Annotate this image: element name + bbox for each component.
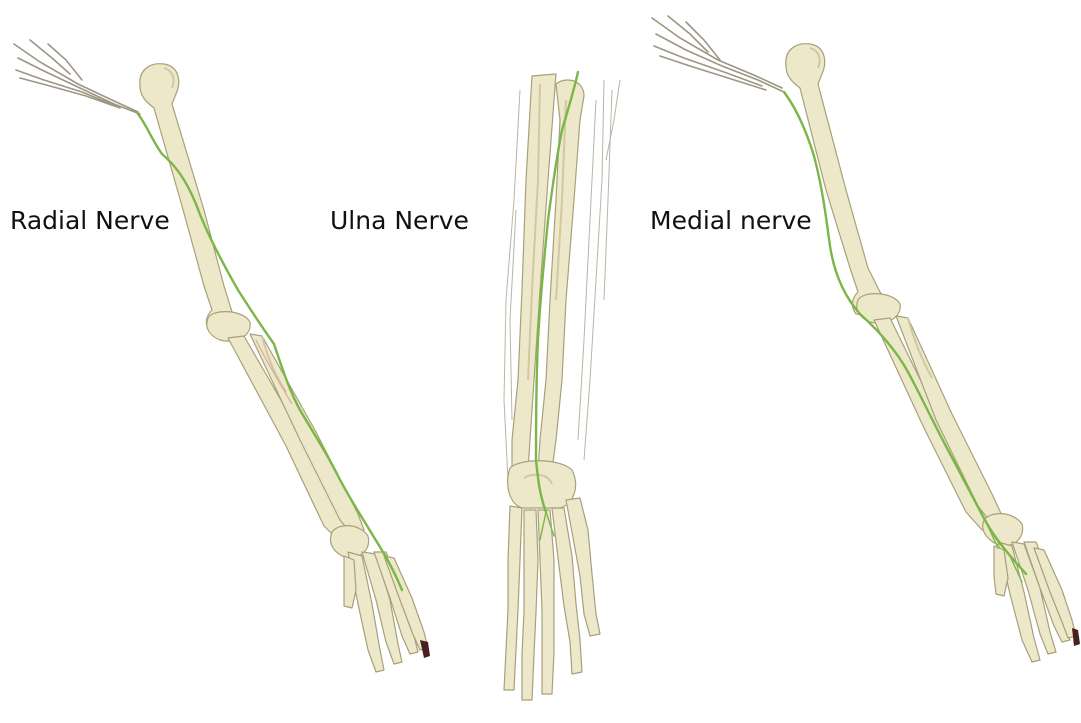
- humerus-bone: [786, 44, 883, 316]
- brachial-plexus: [14, 40, 140, 114]
- hand-bones: [344, 552, 428, 672]
- ulna-nerve-forearm: [504, 72, 620, 700]
- radial-nerve-label: Radial Nerve: [10, 208, 170, 233]
- humerus-bone: [140, 64, 236, 334]
- fingernail: [1072, 628, 1080, 646]
- hand-bones: [994, 542, 1076, 662]
- medial-nerve-arm: [652, 16, 1080, 662]
- elbow-joint: [857, 294, 900, 323]
- forearm-bones: [228, 334, 364, 540]
- brachial-plexus: [652, 16, 784, 92]
- radial-nerve-arm: [14, 40, 430, 672]
- medial-nerve-label: Medial nerve: [650, 208, 812, 233]
- ulna-nerve-label: Ulna Nerve: [330, 208, 469, 233]
- wrist-bones: [983, 514, 1023, 546]
